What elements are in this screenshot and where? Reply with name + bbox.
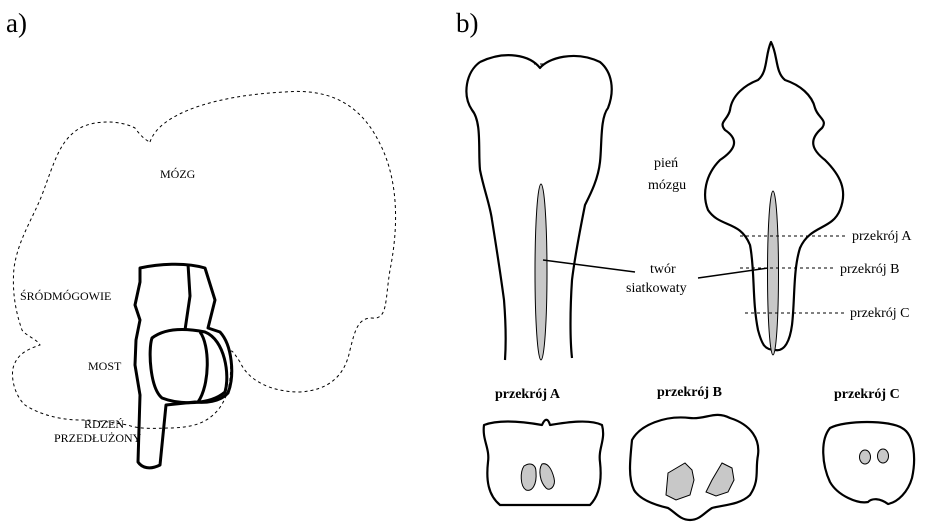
- panel-b-label: b): [456, 8, 479, 38]
- pons-bulge: [150, 330, 227, 403]
- section-title-b: przekrój B: [657, 385, 722, 400]
- section-a-outline: [484, 420, 603, 505]
- cut-label-b: przekrój B: [840, 262, 899, 277]
- section-c-left-reticular: [860, 450, 871, 464]
- midbrain-divider: [185, 264, 190, 330]
- reticular-formation-right: [768, 191, 779, 355]
- pointer-left: [543, 260, 635, 272]
- label-mozgu: mózgu: [648, 178, 686, 193]
- label-twor: twór: [650, 262, 676, 277]
- section-title-c: przekrój C: [834, 387, 900, 402]
- section-b-left-reticular: [666, 463, 694, 500]
- cut-label-c: przekrój C: [850, 306, 909, 321]
- pointer-right: [698, 268, 768, 278]
- section-b-outline: [630, 415, 758, 520]
- label-rdzen-2: PRZEDŁUŻONY: [54, 431, 142, 445]
- label-pien: pień: [654, 156, 678, 171]
- brain-outline: [12, 91, 395, 428]
- section-b-right-reticular: [706, 463, 734, 496]
- label-siatkowaty: siatkowaty: [626, 281, 687, 296]
- section-a-right-reticular: [540, 464, 554, 490]
- label-most: MOST: [88, 359, 122, 373]
- section-c-right-reticular: [878, 449, 889, 463]
- label-mozg: MÓZG: [160, 167, 196, 181]
- pons-divider: [198, 332, 207, 402]
- label-rdzen-1: RDZEŃ: [84, 417, 124, 431]
- reticular-formation-left: [535, 184, 547, 360]
- section-c-outline: [823, 422, 914, 504]
- cut-label-a: przekrój A: [852, 229, 912, 244]
- label-srodmozgowie: ŚRÓDMÓGOWIE: [20, 289, 111, 303]
- panel-a-label: a): [6, 8, 27, 38]
- section-a-left-reticular: [521, 464, 536, 490]
- section-title-a: przekrój A: [495, 387, 561, 402]
